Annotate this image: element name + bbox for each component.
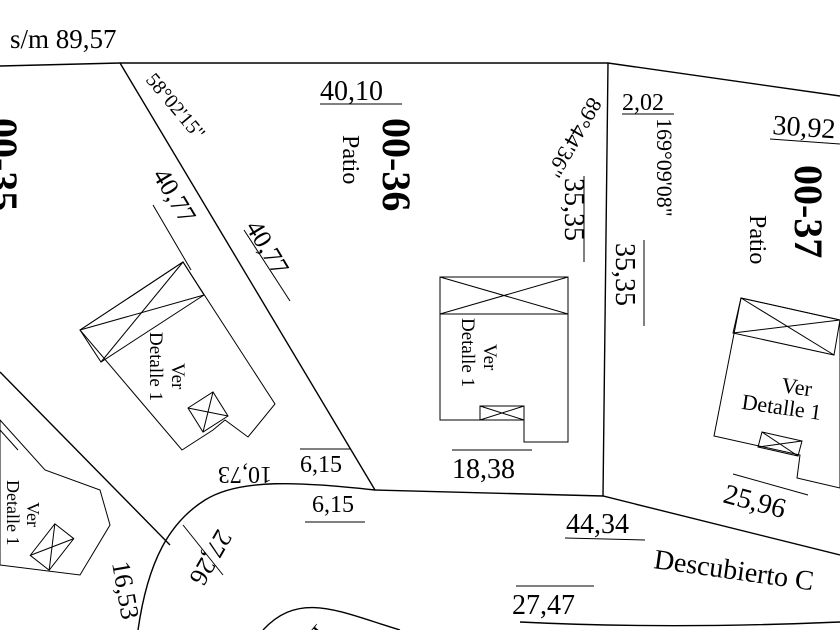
measure-16-53: 16,53 [106,559,145,622]
measure-6-15-b: 6,15 [312,492,354,518]
open-area-label: Descubierto C [652,544,816,597]
svg-text:Detalle 1: Detalle 1 [3,480,23,545]
angle-169-09-08: 169°09'08" [652,118,677,217]
inner-road-right [519,621,840,627]
svg-text:Detalle 1: Detalle 1 [145,332,166,401]
measure-30-92: 30,92 [772,110,837,145]
boundary-35-36 [119,62,376,491]
lot-boundaries [0,62,840,630]
svg-text:Ver: Ver [479,344,500,371]
measure-11: 11, [293,618,335,630]
detail-footprint-lot35-east [79,261,276,451]
lot-number-00-37: 00-37 [786,165,831,258]
surface-label: s/m 89,57 [10,24,117,54]
measure-18-38: 18,38 [452,454,515,485]
angle-58-02-15: 58°02'15" [141,69,209,144]
svg-text:Ver: Ver [23,502,43,527]
detail-footprint-lot37 [713,297,840,489]
street-front-curve [137,482,840,630]
svg-text:Ver: Ver [780,372,814,401]
detail-footprint-lot36 [439,276,569,443]
boundary-lot35-south [0,371,171,546]
svg-text:Detalle 1: Detalle 1 [457,318,478,387]
lot-use-patio-37: Patio [744,215,770,264]
measure-2-02: 2,02 [622,90,664,116]
angle-89-44-36: 89°44'36" [542,94,608,182]
detail-footprint-lot35-west [0,419,111,576]
measure-44-34: 44,34 [566,509,629,540]
measure-35-35-a: 35,35 [558,178,589,241]
svg-text:Ver: Ver [167,363,188,390]
measure-27-26: 27,26 [184,525,238,590]
lot-number-00-35: 00-35 [0,118,26,211]
measure-40-10: 40,10 [320,76,383,107]
boundary-36-37 [602,62,609,497]
measure-40-77-a: 40,77 [147,163,202,228]
detail-ref-lot35-west: Ver Detalle 1 [3,480,43,545]
measure-25-96: 25,96 [720,479,789,525]
dimension-lines [152,103,840,587]
top-boundary-line [0,62,840,97]
detail-ref-lot37: Ver Detalle 1 [740,372,823,425]
measure-40-77-b: 40,77 [240,215,295,280]
measure-6-15-a: 6,15 [300,452,342,478]
measure-27-47: 27,47 [512,590,575,621]
lot-use-patio-36: Patio [337,135,363,184]
measure-35-35-b: 35,35 [609,243,640,306]
detail-ref-lot35-east: Ver Detalle 1 [145,332,188,401]
inner-road-curve [262,606,401,630]
detail-ref-lot36: Ver Detalle 1 [457,318,500,387]
measure-10-73: 10,73 [218,461,272,487]
lot-number-00-36: 00-36 [374,118,419,211]
